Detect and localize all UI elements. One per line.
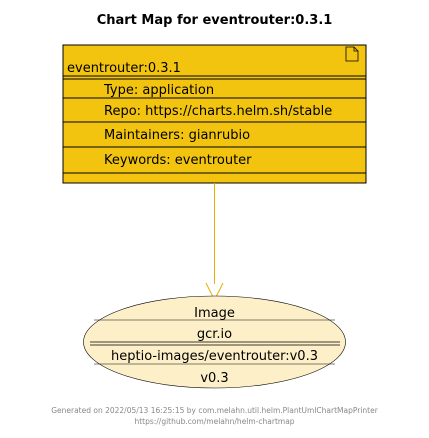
chart-repo-text: Repo: https://charts.helm.sh/stable — [104, 104, 332, 119]
image-header-text: Image — [194, 306, 235, 321]
image-node[interactable]: Image gcr.io heptio-images/eventrouter:v… — [83, 295, 346, 389]
dependency-arrow — [205, 183, 224, 302]
image-tag-text: v0.3 — [200, 371, 228, 386]
diagram-title: Chart Map for eventrouter:0.3.1 — [97, 13, 333, 28]
image-registry-text: gcr.io — [197, 327, 232, 342]
chart-node-row — [62, 146, 367, 174]
footer-generated-text: Generated on 2022/05/13 16:25:15 by com.… — [51, 406, 379, 415]
chart-type-text: Type: application — [103, 83, 214, 98]
footer-url-text: https://github.com/melahn/helm-chartmap — [134, 417, 294, 426]
chart-maintainers-text: Maintainers: gianrubio — [104, 128, 250, 143]
chart-keywords-text: Keywords: eventrouter — [104, 153, 252, 168]
document-icon — [345, 46, 359, 62]
chart-node-name: eventrouter:0.3.1 — [67, 61, 181, 76]
chart-node-box — [62, 44, 367, 184]
image-repository-text: heptio-images/eventrouter:v0.3 — [111, 349, 318, 364]
chart-node[interactable]: eventrouter:0.3.1 Type: application Repo… — [62, 44, 367, 184]
